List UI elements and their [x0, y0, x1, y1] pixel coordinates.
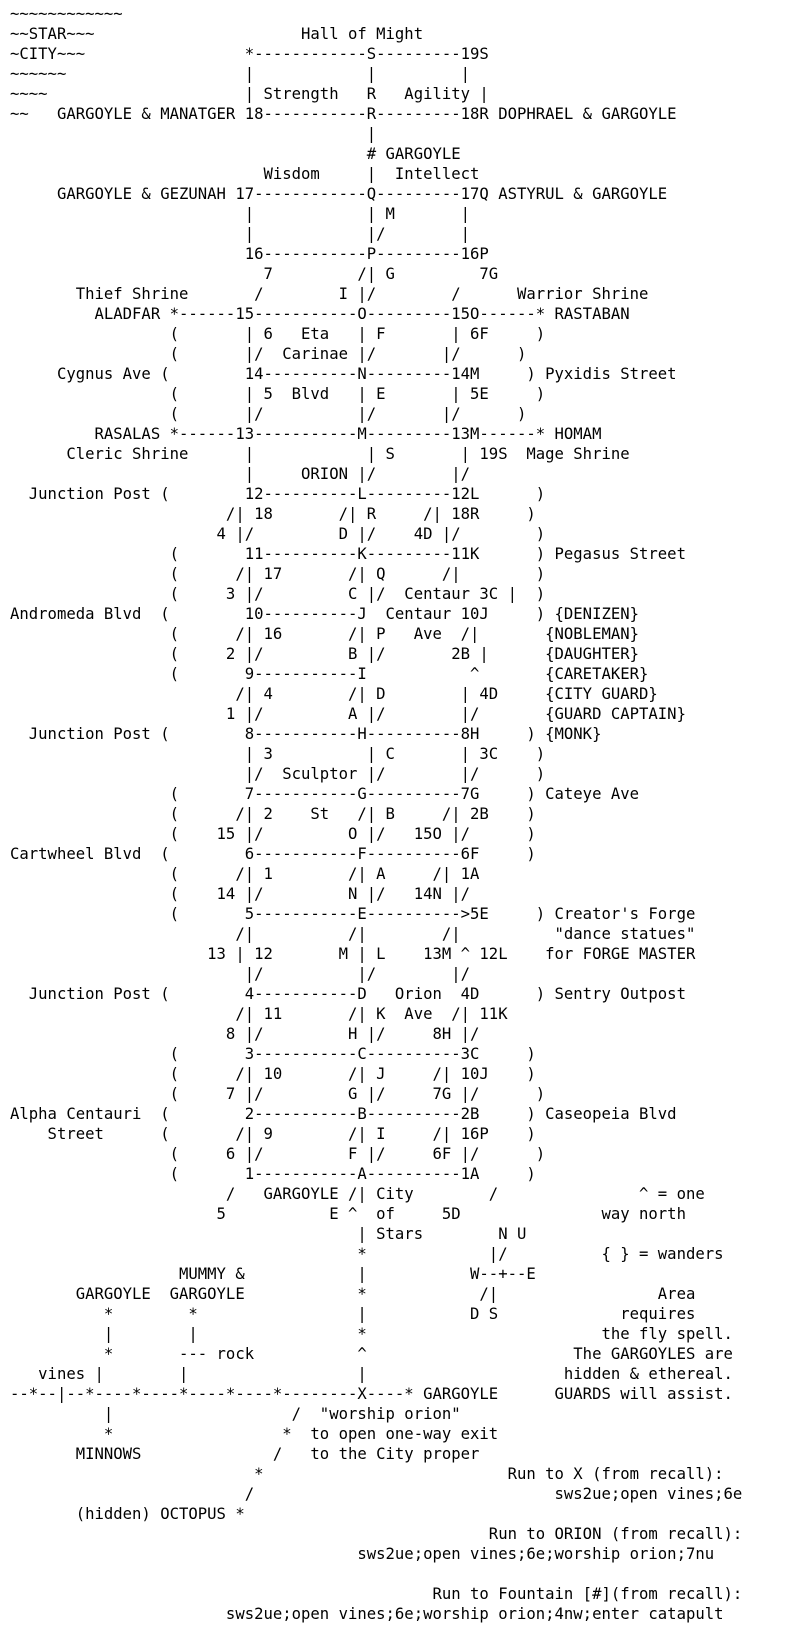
map-line: 1 |/ A |/ |/ {GUARD CAPTAIN}	[10, 705, 686, 723]
map-line: | | * the fly spell.	[10, 1325, 733, 1343]
map-line: ( | 6 Eta | F | 6F )	[10, 325, 546, 343]
map-line: |/ Sculptor |/ |/ )	[10, 765, 546, 783]
map-line: Junction Post ( 4-----------D Orion 4D )…	[10, 985, 686, 1003]
map-line: ( |/ |/ |/ )	[10, 405, 527, 423]
map-line: 13 | 12 M | L 13M ^ 12L for FORGE MASTER	[10, 945, 696, 963]
map-line: 4 |/ D |/ 4D |/ )	[10, 525, 546, 543]
map-line: ( 11----------K---------11K ) Pegasus St…	[10, 545, 686, 563]
map-line: RASALAS *------13-----------M---------13…	[10, 425, 602, 443]
map-line: Junction Post ( 8-----------H----------8…	[10, 725, 602, 743]
map-line: ~~~~~~ | | |	[10, 65, 471, 83]
map-line: * * | D S requires	[10, 1305, 696, 1323]
map-line: Run to Fountain [#](from recall):	[10, 1585, 743, 1603]
map-line: ~~~~ | Strength R Agility |	[10, 85, 489, 103]
map-line: ( 6 |/ F |/ 6F |/ )	[10, 1145, 546, 1163]
map-line: Run to ORION (from recall):	[10, 1525, 743, 1543]
map-line: ( 3-----------C----------3C )	[10, 1045, 536, 1063]
map-line: ~CITY~~~ *------------S---------19S	[10, 45, 489, 63]
map-line: Andromeda Blvd ( 10----------J Centaur 1…	[10, 605, 640, 623]
map-line: | Stars N U	[10, 1225, 527, 1243]
map-line: /| 11 /| K Ave /| 11K	[10, 1005, 508, 1023]
map-line: MINNOWS / to the City proper	[10, 1445, 480, 1463]
map-line: (hidden) OCTOPUS *	[10, 1505, 245, 1523]
map-line: ( | 5 Blvd | E | 5E )	[10, 385, 546, 403]
map-line: 16-----------P---------16P	[10, 245, 489, 263]
map-line: /| /| /| "dance statues"	[10, 925, 696, 943]
map-line: ( 3 |/ C |/ Centaur 3C | )	[10, 585, 546, 603]
map-line: ( 9-----------I ^ {CARETAKER}	[10, 665, 649, 683]
map-line: / sws2ue;open vines;6e	[10, 1485, 743, 1503]
map-line: ( 15 |/ O |/ 15O |/ )	[10, 825, 536, 843]
map-line: ( /| 1 /| A /| 1A	[10, 865, 480, 883]
map-line: Wisdom | Intellect	[10, 165, 480, 183]
map-line: ( 1-----------A----------1A )	[10, 1165, 536, 1183]
map-line: ( 5-----------E---------->5E ) Creator's…	[10, 905, 696, 923]
map-line: ( /| 2 St /| B /| 2B )	[10, 805, 536, 823]
map-line: * * to open one-way exit	[10, 1425, 499, 1443]
map-line: ~~~~~~~~~~~~	[10, 5, 123, 23]
map-line: GARGOYLE GARGOYLE * /| Area	[10, 1285, 696, 1303]
map-line: ( /| 16 /| P Ave /| {NOBLEMAN}	[10, 625, 640, 643]
map-line: ALADFAR *------15-----------O---------15…	[10, 305, 630, 323]
map-line: ( 7-----------G----------7G ) Cateye Ave	[10, 785, 640, 803]
map-line: Street ( /| 9 /| I /| 16P )	[10, 1125, 536, 1143]
map-line: / GARGOYLE /| City / ^ = one	[10, 1185, 705, 1203]
map-line: * --- rock ^ The GARGOYLES are	[10, 1345, 733, 1363]
map-line: |	[10, 125, 377, 143]
map-line: | | M |	[10, 205, 471, 223]
map-line: ~~STAR~~~ Hall of Might	[10, 25, 424, 43]
map-line	[10, 1564, 790, 1584]
map-line: * Run to X (from recall):	[10, 1465, 724, 1483]
map-line: | 3 | C | 3C )	[10, 745, 546, 763]
map-line: vines | | | hidden & ethereal.	[10, 1365, 733, 1383]
map-line: 8 |/ H |/ 8H |/	[10, 1025, 480, 1043]
map-line: GARGOYLE & GEZUNAH 17------------Q------…	[10, 185, 668, 203]
map-line: /| 18 /| R /| 18R )	[10, 505, 536, 523]
map-line: ( /| 17 /| Q /| )	[10, 565, 546, 583]
map-line: ( 14 |/ N |/ 14N |/	[10, 885, 471, 903]
city-of-stars-ascii-map: ~~~~~~~~~~~~ ~~STAR~~~ Hall of Might ~CITY…	[10, 4, 790, 1634]
map-line: Thief Shrine / I |/ / Warrior Shrine	[10, 285, 649, 303]
map-line: # GARGOYLE	[10, 145, 461, 163]
map-line: --*--|--*----*----*----*----*--------X--…	[10, 1385, 733, 1403]
map-line: | ORION |/ |/	[10, 465, 471, 483]
map-line: Alpha Centauri ( 2-----------B----------…	[10, 1105, 677, 1123]
map-line: /| 4 /| D | 4D {CITY GUARD}	[10, 685, 658, 703]
map-line: Junction Post ( 12----------L---------12…	[10, 485, 546, 503]
map-line: * |/ { } = wanders	[10, 1245, 724, 1263]
map-line: sws2ue;open vines;6e;worship orion;4nw;e…	[10, 1605, 724, 1623]
map-line: ~~ GARGOYLE & MANATGER 18-----------R---…	[10, 105, 677, 123]
map-line: Cygnus Ave ( 14----------N---------14M )…	[10, 365, 677, 383]
map-line: MUMMY & | W--+--E	[10, 1265, 536, 1283]
map-line: ( /| 10 /| J /| 10J )	[10, 1065, 536, 1083]
map-line: |/ |/ |/	[10, 965, 471, 983]
map-line: ( 7 |/ G |/ 7G |/ )	[10, 1085, 546, 1103]
map-line: sws2ue;open vines;6e;worship orion;7nu	[10, 1545, 715, 1563]
map-line: ( |/ Carinae |/ |/ )	[10, 345, 527, 363]
map-line: 7 /| G 7G	[10, 265, 499, 283]
map-line: Cleric Shrine | | S | 19S Mage Shrine	[10, 445, 630, 463]
map-line: 5 E ^ of 5D way north	[10, 1205, 686, 1223]
map-line: Cartwheel Blvd ( 6-----------F----------…	[10, 845, 536, 863]
map-line: | |/ |	[10, 225, 471, 243]
map-line: ( 2 |/ B |/ 2B | {DAUGHTER}	[10, 645, 640, 663]
map-line: | / "worship orion"	[10, 1405, 461, 1423]
